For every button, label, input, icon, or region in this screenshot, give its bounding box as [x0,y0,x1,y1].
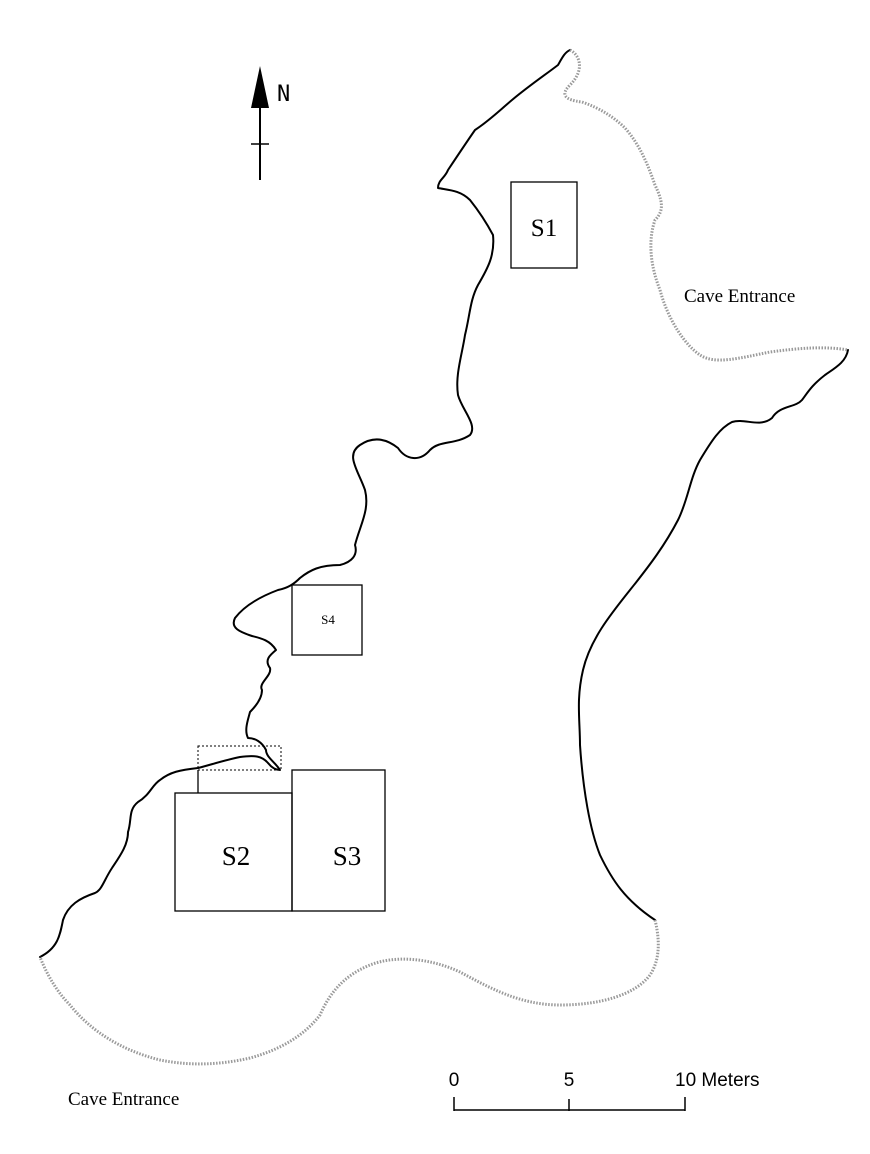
cave-entrance-label-northeast: Cave Entrance [684,286,795,307]
north-arrow-head-icon [251,66,269,108]
unit-label-s3: S3 [333,841,362,871]
excavation-unit-s1 [510,181,578,269]
cave-wall-east [577,349,849,921]
scale-bar-label-10-meters: 10 Meters [675,1070,759,1091]
cave-wall-west [39,49,571,958]
scale-bar: 0 5 10 Meters [449,1070,759,1111]
scale-bar-label-0: 0 [449,1070,460,1091]
scale-bar-label-5: 5 [564,1070,575,1091]
unit-label-s4: S4 [321,612,335,627]
cave-entrance-label-southwest: Cave Entrance [68,1089,179,1110]
unit-label-s2: S2 [222,841,251,871]
excavation-unit-s2 [174,792,293,912]
cave-wall-southeast-stipple [38,919,660,1066]
north-arrow-label: N [277,82,290,107]
north-arrow: N [251,66,290,180]
unexcavated-extension-outline [197,745,282,771]
excavation-unit-s4 [291,584,363,656]
unit-label-s1: S1 [531,215,557,242]
cave-entrance-line-northeast [563,48,849,362]
